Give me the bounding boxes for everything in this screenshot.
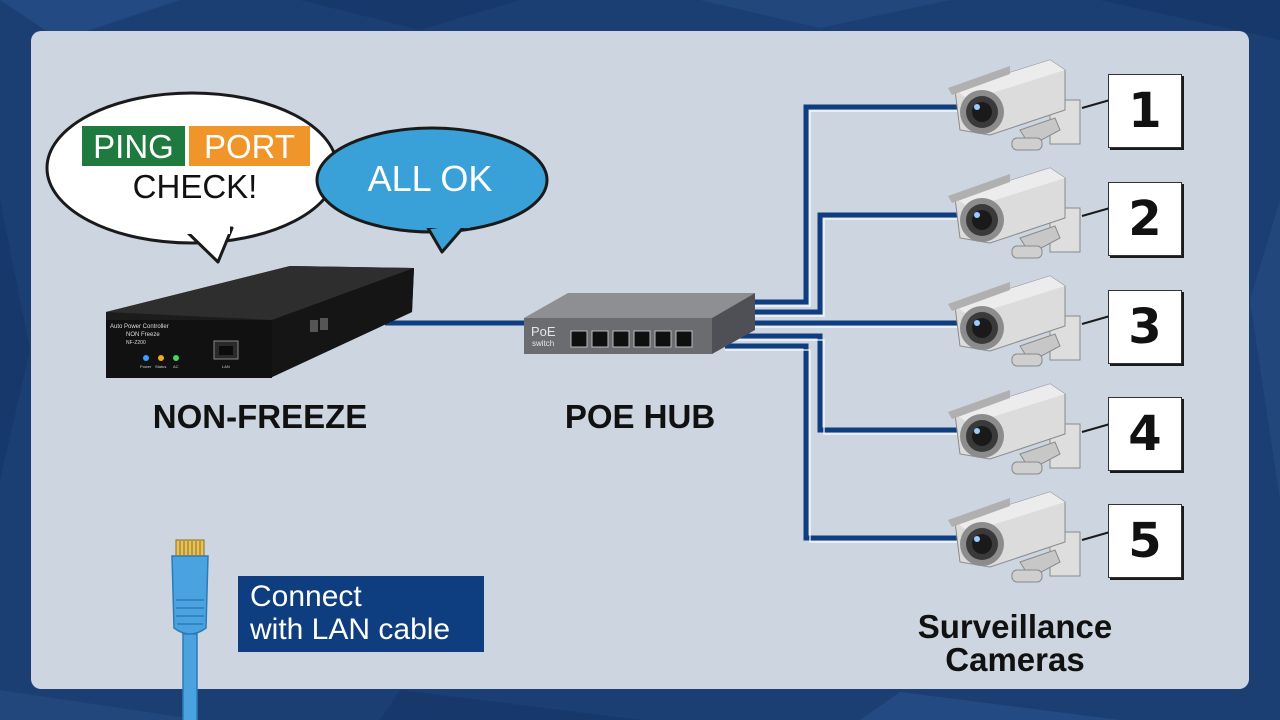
all-ok-text: ALL OK <box>367 158 493 199</box>
camera-number-2: 2 <box>1108 182 1182 256</box>
led-status-label: Status <box>155 364 167 369</box>
camera-number-3: 3 <box>1108 290 1182 364</box>
poe-hub-label: POE HUB <box>564 398 716 435</box>
wire-camera-1 <box>752 104 960 305</box>
cameras-label-line1: Surveillance <box>917 608 1113 645</box>
connect-tag-line2: with LAN cable <box>250 613 451 646</box>
nonfreeze-front-line2: NON Freeze <box>126 332 160 338</box>
led-power-label: Power <box>140 364 152 369</box>
hub-sub: switch <box>532 339 555 348</box>
hub-brand: PoE <box>531 324 556 339</box>
nonfreeze-model: NF-Z200 <box>126 340 146 346</box>
wire-camera-2 <box>752 212 960 315</box>
connect-lan-tag: Connect with LAN cable <box>238 576 484 652</box>
nonfreeze-front-line1: Auto Power Controller <box>110 324 169 330</box>
connect-tag-line1: Connect <box>250 580 362 613</box>
camera-number-1: 1 <box>1108 74 1182 148</box>
wire-camera-5 <box>725 343 960 541</box>
camera-number-5: 5 <box>1108 504 1182 578</box>
nonfreeze-label: NON-FREEZE <box>152 398 368 435</box>
led-ac-label: AC <box>173 364 179 369</box>
lan-port-label: LAN <box>222 364 230 369</box>
camera-number-4: 4 <box>1108 397 1182 471</box>
check-text: CHECK! <box>132 168 258 205</box>
cameras-label-line2: Cameras <box>945 641 1085 678</box>
port-tag: PORT <box>203 128 296 165</box>
wire-camera-4 <box>730 333 960 433</box>
ping-tag: PING <box>93 128 174 165</box>
